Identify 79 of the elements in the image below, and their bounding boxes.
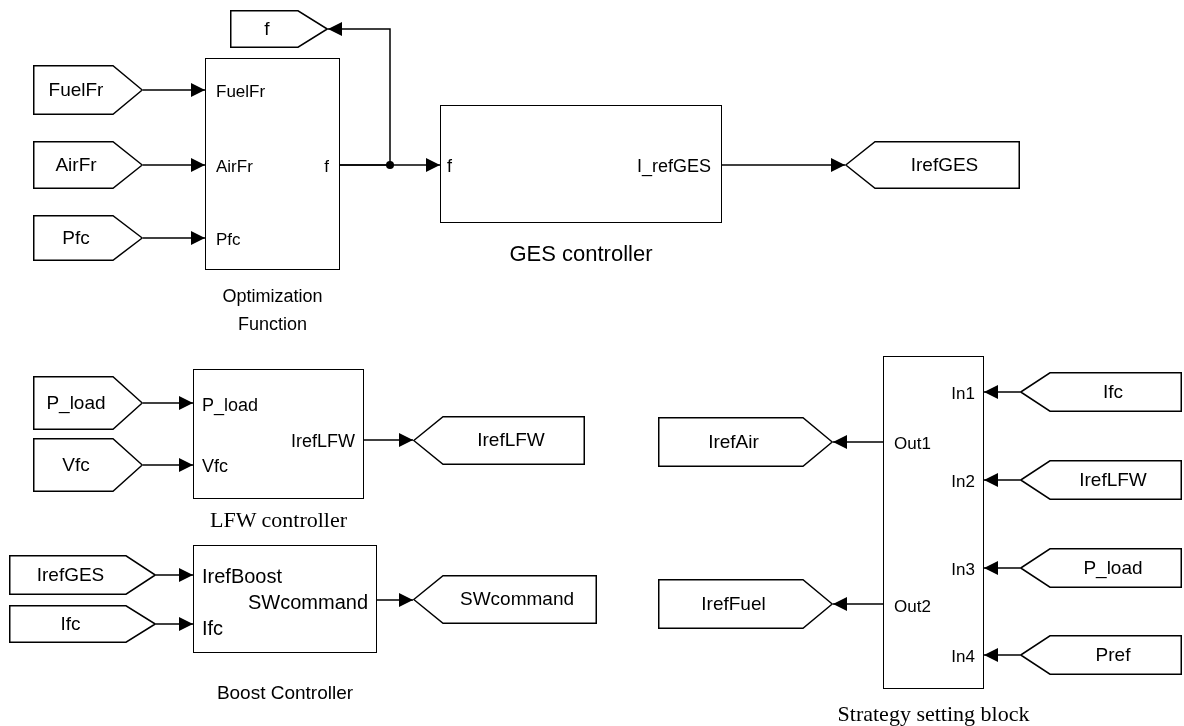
block-caption: LFW controller (208, 506, 349, 534)
tag-shape (33, 215, 143, 261)
signal-arrow (376, 593, 414, 607)
tag-shape (33, 141, 143, 189)
port-label: AirFr (216, 157, 253, 175)
tag-label: AirFr (55, 152, 97, 177)
signal-arrow (983, 385, 1021, 399)
signal-arrow (721, 158, 846, 172)
subsystem-block (193, 545, 377, 653)
block-caption: Optimization Function (221, 285, 324, 336)
signal-arrow (142, 158, 206, 172)
port-label: Vfc (202, 457, 228, 475)
subsystem-block (440, 105, 722, 223)
block-caption: Strategy setting block (836, 700, 1031, 726)
tag-shape (1020, 372, 1182, 412)
tag-shape (9, 605, 156, 643)
subsystem-block (205, 58, 340, 270)
signal-arrow (983, 473, 1021, 487)
signal-arrow (363, 433, 414, 447)
signal-arrow (142, 396, 194, 410)
block-caption: GES controller (508, 240, 654, 268)
tag-label: P_load (1083, 555, 1143, 581)
tag-shape (33, 438, 143, 492)
tag-label: P_load (46, 390, 106, 416)
signal-arrow (142, 458, 194, 472)
port-label: IrefLFW (291, 432, 355, 450)
signal-arrow (142, 231, 206, 245)
port-label: IrefBoost (202, 566, 283, 586)
tag-label: Pref (1095, 642, 1131, 667)
tag-label: IrefLFW (477, 428, 545, 453)
port-label: P_load (202, 396, 259, 414)
tag-label: SWcommand (460, 587, 574, 612)
port-label: In3 (951, 560, 975, 578)
signal-arrow (832, 597, 884, 611)
tag-label: IrefGES (910, 152, 979, 177)
port-label: f (324, 157, 329, 175)
subsystem-block (883, 356, 984, 689)
tag-label: IrefLFW (1079, 467, 1147, 492)
tag-shape (658, 579, 833, 629)
tag-label: IrefFuel (701, 591, 766, 616)
tag-shape (658, 417, 833, 467)
port-label: Out1 (894, 434, 931, 452)
signal-arrow (983, 648, 1021, 662)
port-label: f (447, 157, 452, 175)
port-label: In2 (951, 472, 975, 490)
port-label: SWcommand (247, 592, 368, 612)
tag-label: Vfc (62, 452, 90, 477)
tag-label: Ifc (60, 611, 81, 636)
tag-shape (413, 575, 597, 624)
tag-shape (33, 65, 143, 115)
tag-label: f (264, 16, 270, 41)
signal-arrow (155, 568, 194, 582)
tag-label: IrefAir (708, 429, 759, 454)
tag-shape (845, 141, 1020, 189)
tag-shape (9, 555, 156, 595)
signal-arrow (832, 435, 884, 449)
tag-shape (413, 416, 585, 465)
tag-label: IrefGES (36, 562, 105, 587)
tag-shape (33, 376, 143, 430)
signal-arrow (983, 561, 1021, 575)
block-caption: Boost Controller (215, 681, 355, 705)
tag-shape (1020, 460, 1182, 500)
tag-shape (1020, 635, 1182, 675)
tag-label: Ifc (1102, 379, 1124, 404)
port-label: Out2 (894, 597, 931, 615)
signal-arrow (327, 22, 391, 166)
tag-shape (230, 10, 328, 48)
signal-arrow (142, 83, 206, 97)
port-label: In4 (951, 647, 975, 665)
subsystem-block (193, 369, 364, 499)
tag-shape (1020, 548, 1182, 588)
signal-arrow (155, 617, 194, 631)
port-label: Ifc (202, 618, 224, 638)
port-label: FuelFr (216, 82, 266, 100)
tag-label: Pfc (62, 225, 90, 250)
tag-label: FuelFr (48, 77, 104, 102)
port-label: I_refGES (636, 157, 711, 175)
port-label: In1 (951, 384, 975, 402)
port-label: Pfc (216, 230, 241, 248)
